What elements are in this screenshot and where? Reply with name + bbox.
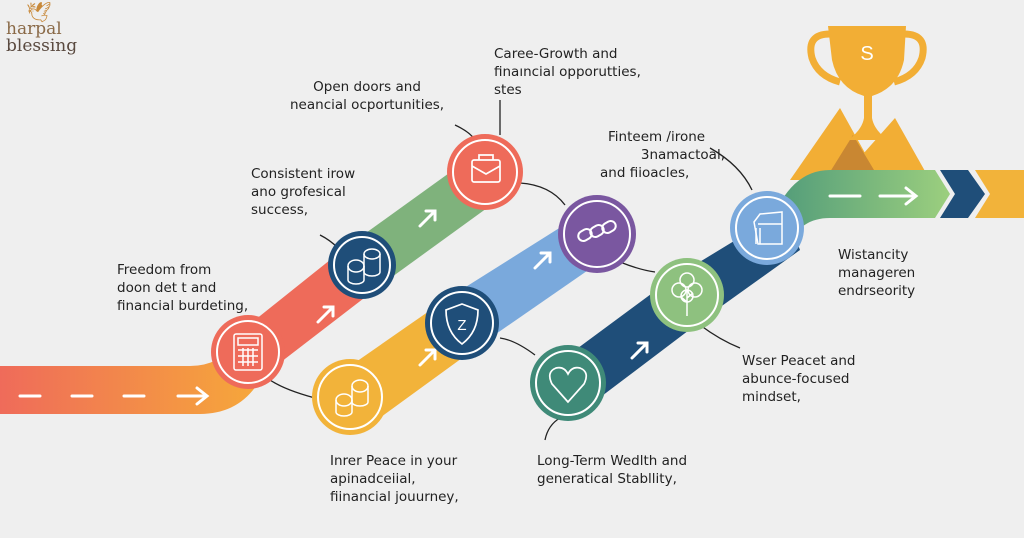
label-line: Long-Term Wedlth and <box>537 453 688 469</box>
label-line: Consistent irow <box>251 166 356 182</box>
logo-line2: blessing <box>6 36 78 56</box>
end-band-yellow <box>975 170 1024 218</box>
logo: 🕊 harpal blessing <box>6 0 78 56</box>
label-line: finaıncial opporutties, <box>494 64 641 80</box>
logo-line1: harpal <box>6 19 62 39</box>
milestone-coins-yellow <box>312 359 388 435</box>
trophy-icon: S <box>790 26 930 180</box>
chain-link-icon <box>577 220 617 242</box>
tree-icon <box>671 272 703 316</box>
label-line: Wistancity <box>838 247 909 263</box>
label-freedom: Freedom from doon det t and financial bu… <box>117 261 248 315</box>
label-line: generatical Stabllity, <box>537 471 677 487</box>
label-wistancity: Wistancity manageren endrseority <box>838 246 915 300</box>
coins-icon <box>347 248 381 285</box>
milestone-shield: Z <box>425 286 499 360</box>
label-line: mindset, <box>742 389 801 405</box>
milestone-heart <box>530 345 606 421</box>
label-long-term-wealth: Long-Term Wedlth and generatical Stablli… <box>537 452 687 488</box>
label-line: fiinancial jouurney, <box>330 489 459 505</box>
calculator-icon <box>233 333 263 371</box>
label-line: Wser Peacet and <box>742 353 856 369</box>
briefcase-icon <box>471 154 501 183</box>
label-line: 3namactoal, <box>640 147 725 163</box>
trophy-symbol: S <box>860 43 873 65</box>
label-line: abunce-focused <box>742 371 850 387</box>
label-line: ano grofesical <box>251 184 346 200</box>
label-line: neancial ocportunities, <box>290 97 445 113</box>
label-line: Freedom from <box>117 262 212 278</box>
end-chevron-navy <box>940 170 985 218</box>
dove-icon: 🕊 <box>26 0 52 24</box>
milestone-briefcase <box>447 134 523 210</box>
document-icon <box>753 211 783 245</box>
label-career-growth: Caree-Growth and finaıncial opporutties,… <box>494 45 641 99</box>
label-open-doors: Open doors and neancial ocportunities, <box>290 78 444 114</box>
label-line: manageren <box>838 265 916 281</box>
label-line: Inrer Peace in your <box>330 453 458 469</box>
milestone-calculator <box>211 315 285 389</box>
shield-letter: Z <box>457 317 466 334</box>
label-line: Caree-Growth and <box>494 46 618 62</box>
milestone-chain <box>558 195 636 273</box>
label-consistent: Consistent irow ano grofesical success, <box>251 165 355 219</box>
milestone-document <box>730 191 804 265</box>
coins-icon <box>335 379 369 417</box>
label-inner-peace: Inrer Peace in your apinadceiial, fiinan… <box>330 452 459 506</box>
label-line: Open doors and <box>313 79 421 95</box>
label-line: doon det t and <box>117 280 217 296</box>
label-finteem: Finteem /irone 3namactoal, and fiioacles… <box>600 128 725 182</box>
milestone-tree <box>650 258 724 332</box>
label-line: financial burdeting, <box>117 298 249 314</box>
label-line: stes <box>494 82 522 98</box>
heart-icon <box>548 366 588 404</box>
shield-icon <box>445 303 479 346</box>
label-line: and fiioacles, <box>600 165 690 181</box>
label-line: apinadceiial, <box>330 471 416 487</box>
path-band-orange <box>0 330 260 414</box>
label-line: success, <box>251 202 309 218</box>
label-line: Finteem /irone <box>608 129 706 145</box>
label-wiser-peace: Wser Peacet and abunce-focused mindset, <box>742 352 855 406</box>
milestone-coins-blue <box>328 231 396 299</box>
label-line: endrseority <box>838 283 916 299</box>
